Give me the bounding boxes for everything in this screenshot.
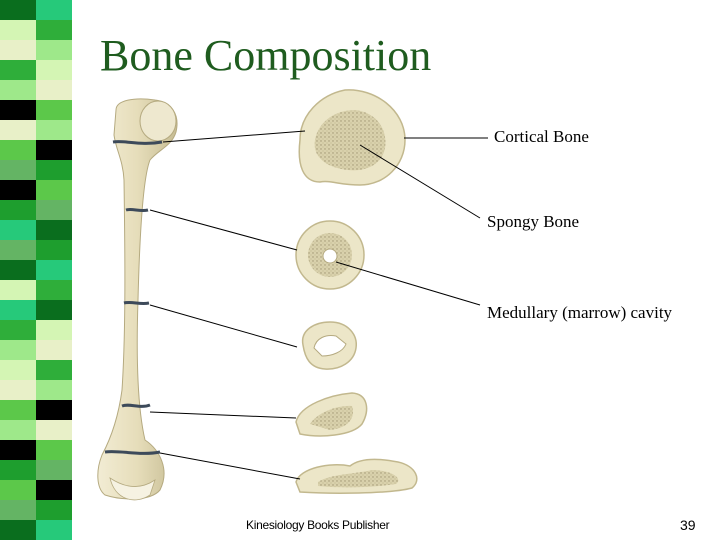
stripe-cell: [0, 160, 36, 180]
stripe-cell: [36, 340, 72, 360]
stripe-cell: [0, 120, 36, 140]
stripe-cell: [0, 500, 36, 520]
label-cortical-bone: Cortical Bone: [494, 127, 589, 146]
stripe-cell: [36, 300, 72, 320]
stripe-cell: [36, 160, 72, 180]
stripe-cell: [36, 460, 72, 480]
label-spongy-bone: Spongy Bone: [487, 212, 580, 231]
stripe-cell: [0, 380, 36, 400]
stripe-cell: [36, 20, 72, 40]
stripe-cell: [36, 500, 72, 520]
stripe-cell: [0, 0, 36, 20]
stripe-cell: [0, 100, 36, 120]
decorative-stripe: [0, 0, 72, 540]
stripe-cell: [0, 460, 36, 480]
cross-section-4: [295, 392, 368, 437]
long-bone: [97, 98, 178, 501]
leader-lines: [149, 130, 488, 480]
stripe-cell: [0, 480, 36, 500]
stripe-cell: [36, 360, 72, 380]
stripe-cell: [0, 520, 36, 540]
stripe-cell: [36, 220, 72, 240]
stripe-cell: [0, 280, 36, 300]
stripe-cell: [36, 240, 72, 260]
stripe-cell: [0, 320, 36, 340]
stripe-cell: [0, 180, 36, 200]
stripe-cell: [0, 200, 36, 220]
stripe-cell: [36, 400, 72, 420]
stripe-cell: [0, 360, 36, 380]
stripe-cell: [0, 40, 36, 60]
stripe-cell: [0, 240, 36, 260]
stripe-cell: [36, 140, 72, 160]
stripe-cell: [0, 300, 36, 320]
stripe-cell: [36, 40, 72, 60]
label-medullary-cavity: Medullary (marrow) cavity: [487, 303, 673, 322]
stripe-cell: [36, 320, 72, 340]
stripe-cell: [36, 180, 72, 200]
stripe-cell: [0, 20, 36, 40]
page-number: 39: [680, 517, 696, 533]
stripe-cell: [36, 80, 72, 100]
stripe-cell: [0, 260, 36, 280]
cross-section-5: [295, 458, 418, 494]
stripe-cell: [0, 220, 36, 240]
footer-publisher: Kinesiology Books Publisher: [246, 518, 390, 532]
stripe-cell: [36, 280, 72, 300]
stripe-cell: [36, 120, 72, 140]
slide-title: Bone Composition: [100, 31, 432, 80]
stripe-cell: [36, 420, 72, 440]
stripe-cell: [36, 200, 72, 220]
stripe-cell: [0, 140, 36, 160]
cross-section-3: [301, 321, 357, 370]
stripe-cell: [36, 60, 72, 80]
stripe-cell: [36, 440, 72, 460]
stripe-cell: [36, 520, 72, 540]
stripe-cell: [36, 480, 72, 500]
stripe-cell: [36, 260, 72, 280]
stripe-cell: [0, 440, 36, 460]
stripe-cell: [36, 0, 72, 20]
stripe-cell: [0, 420, 36, 440]
stripe-cell: [0, 340, 36, 360]
stripe-cell: [0, 80, 36, 100]
stripe-cell: [0, 400, 36, 420]
cross-section-2: [295, 220, 365, 290]
stripe-cell: [0, 60, 36, 80]
cross-section-1: [298, 89, 406, 186]
stripe-cell: [36, 100, 72, 120]
stripe-cell: [36, 380, 72, 400]
